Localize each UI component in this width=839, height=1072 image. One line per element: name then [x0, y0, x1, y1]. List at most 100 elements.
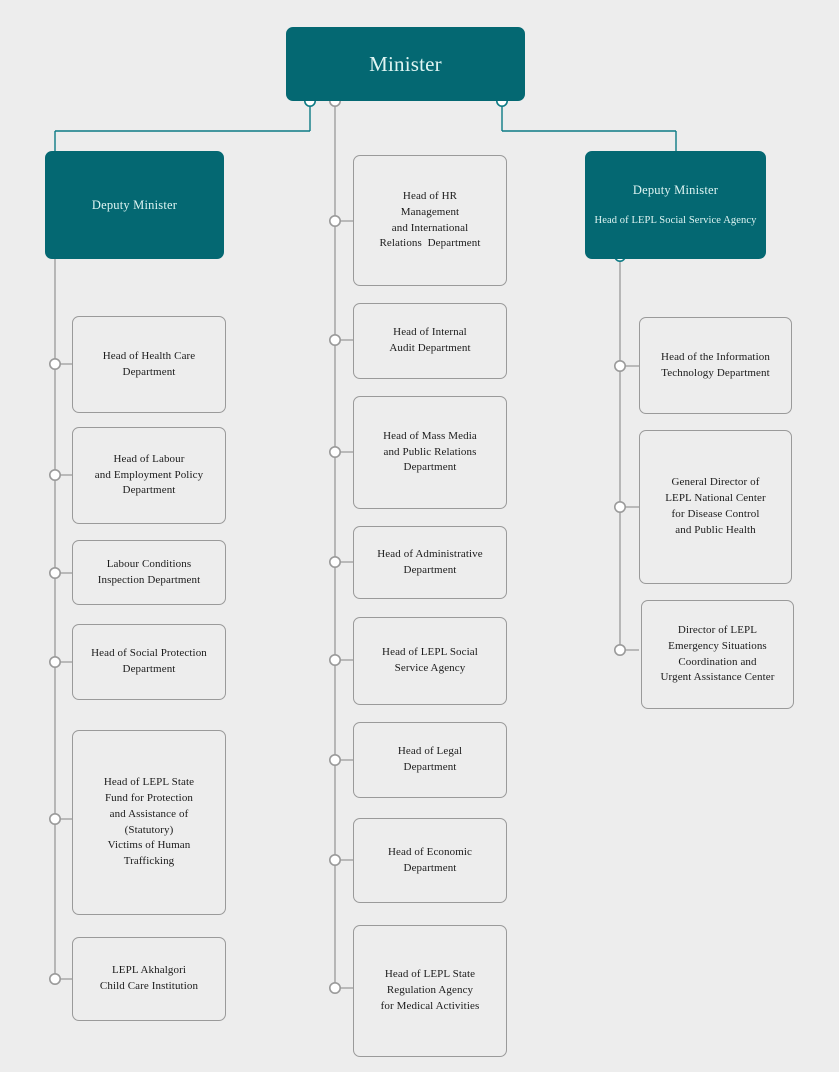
label-line: LEPL Akhalgori — [111, 964, 186, 977]
label-line: Head of Administrative — [377, 547, 483, 560]
connector-node-middle-1 — [328, 333, 341, 346]
label-line: for Disease Control — [671, 508, 760, 520]
label-line: Head of LEPL Social — [382, 646, 478, 659]
connector-node-middle-5 — [328, 753, 341, 766]
node-minister[interactable]: Minister — [286, 27, 525, 101]
label-line: Audit Department — [389, 342, 471, 354]
node-lepl-national-center-disease-control[interactable]: General Director of LEPL National Center f… — [639, 430, 792, 584]
label-line: Relations Department — [379, 237, 481, 250]
connector-node-left-2 — [48, 566, 61, 579]
label-line: Head of Internal — [393, 326, 467, 339]
label-line: Labour Conditions — [106, 557, 192, 570]
label-line: Coordination and — [678, 655, 757, 668]
label-line: and International — [391, 221, 469, 234]
label-line: Technology Department — [661, 366, 770, 379]
node-deputy-minister-left-inner: Deputy Minister — [46, 196, 223, 214]
connector-node-left-5 — [48, 972, 61, 985]
connector-node-middle-2 — [328, 445, 341, 458]
label-line: and Employment Policy — [94, 468, 204, 481]
label-line: General Director of — [671, 476, 760, 489]
connector-node-middle-7 — [328, 981, 341, 994]
node-deputy-minister-right-title: Deputy Minister — [632, 183, 719, 198]
connector-node-middle-0 — [328, 215, 341, 228]
connector-node-left-1 — [48, 468, 61, 481]
label-line: and Public Relations — [383, 445, 477, 458]
connector-node-left-4 — [48, 812, 61, 825]
node-deputy-minister-left[interactable]: Deputy Minister — [45, 151, 224, 259]
label-line: Department — [122, 484, 176, 497]
label-line: Department — [403, 861, 457, 874]
label-line: Department — [122, 365, 176, 378]
node-deputy-minister-right-subtitle: Head of LEPL Social Service Agency — [594, 215, 757, 227]
connector-node-left-3 — [48, 655, 61, 668]
connector-node-middle-6 — [328, 853, 341, 866]
connector-node-left-0 — [48, 357, 61, 370]
label-line: Department — [122, 663, 176, 675]
label-line: Director of LEPL — [677, 623, 758, 636]
label-line: Fund for Protection — [104, 791, 194, 804]
label-line: Trafficking — [123, 855, 175, 868]
node-minister-title: Minister — [369, 51, 442, 76]
node-deputy-minister-right[interactable]: Deputy Minister Head of LEPL Social Serv… — [585, 151, 766, 259]
label-line: Head of Health Care — [102, 349, 196, 362]
label-line: Department — [403, 461, 457, 474]
label-line: (Statutory) — [124, 823, 174, 836]
label-line: Service Agency — [394, 662, 466, 674]
connector-node-right-0 — [613, 359, 626, 372]
label-line: Regulation Agency — [386, 984, 474, 997]
label-line: Victims of Human — [107, 839, 191, 852]
label-line: Head of LEPL State — [384, 968, 476, 981]
connector-node-right-1 — [613, 500, 626, 513]
label-line: Management — [400, 205, 460, 218]
connector-node-middle-4 — [328, 653, 341, 666]
label-line: Head of Social Protection — [91, 647, 207, 660]
label-line: for Medical Activities — [380, 999, 480, 1012]
label-line: Head of HR — [402, 189, 458, 202]
label-line: Department — [403, 761, 457, 773]
label-line: and Public Health — [675, 523, 756, 536]
label-line: Inspection Department — [97, 573, 201, 586]
connector-node-right-2 — [613, 643, 626, 656]
label-line: Child Care Institution — [99, 980, 199, 992]
label-line: Head of Mass Media — [383, 429, 477, 442]
label-line: LEPL National Center — [665, 492, 766, 505]
label-line: Head of LEPL State — [103, 775, 195, 788]
node-lepl-national-center-disease-control-label: General Director of LEPL National Center f… — [640, 475, 791, 539]
node-deputy-minister-right-inner: Deputy Minister Head of LEPL Social Serv… — [586, 181, 765, 228]
label-line: Emergency Situations — [668, 639, 767, 652]
label-line: Head of Labour — [113, 452, 185, 465]
label-line: and Assistance of — [109, 807, 189, 820]
node-minister-inner: Minister — [287, 49, 524, 79]
